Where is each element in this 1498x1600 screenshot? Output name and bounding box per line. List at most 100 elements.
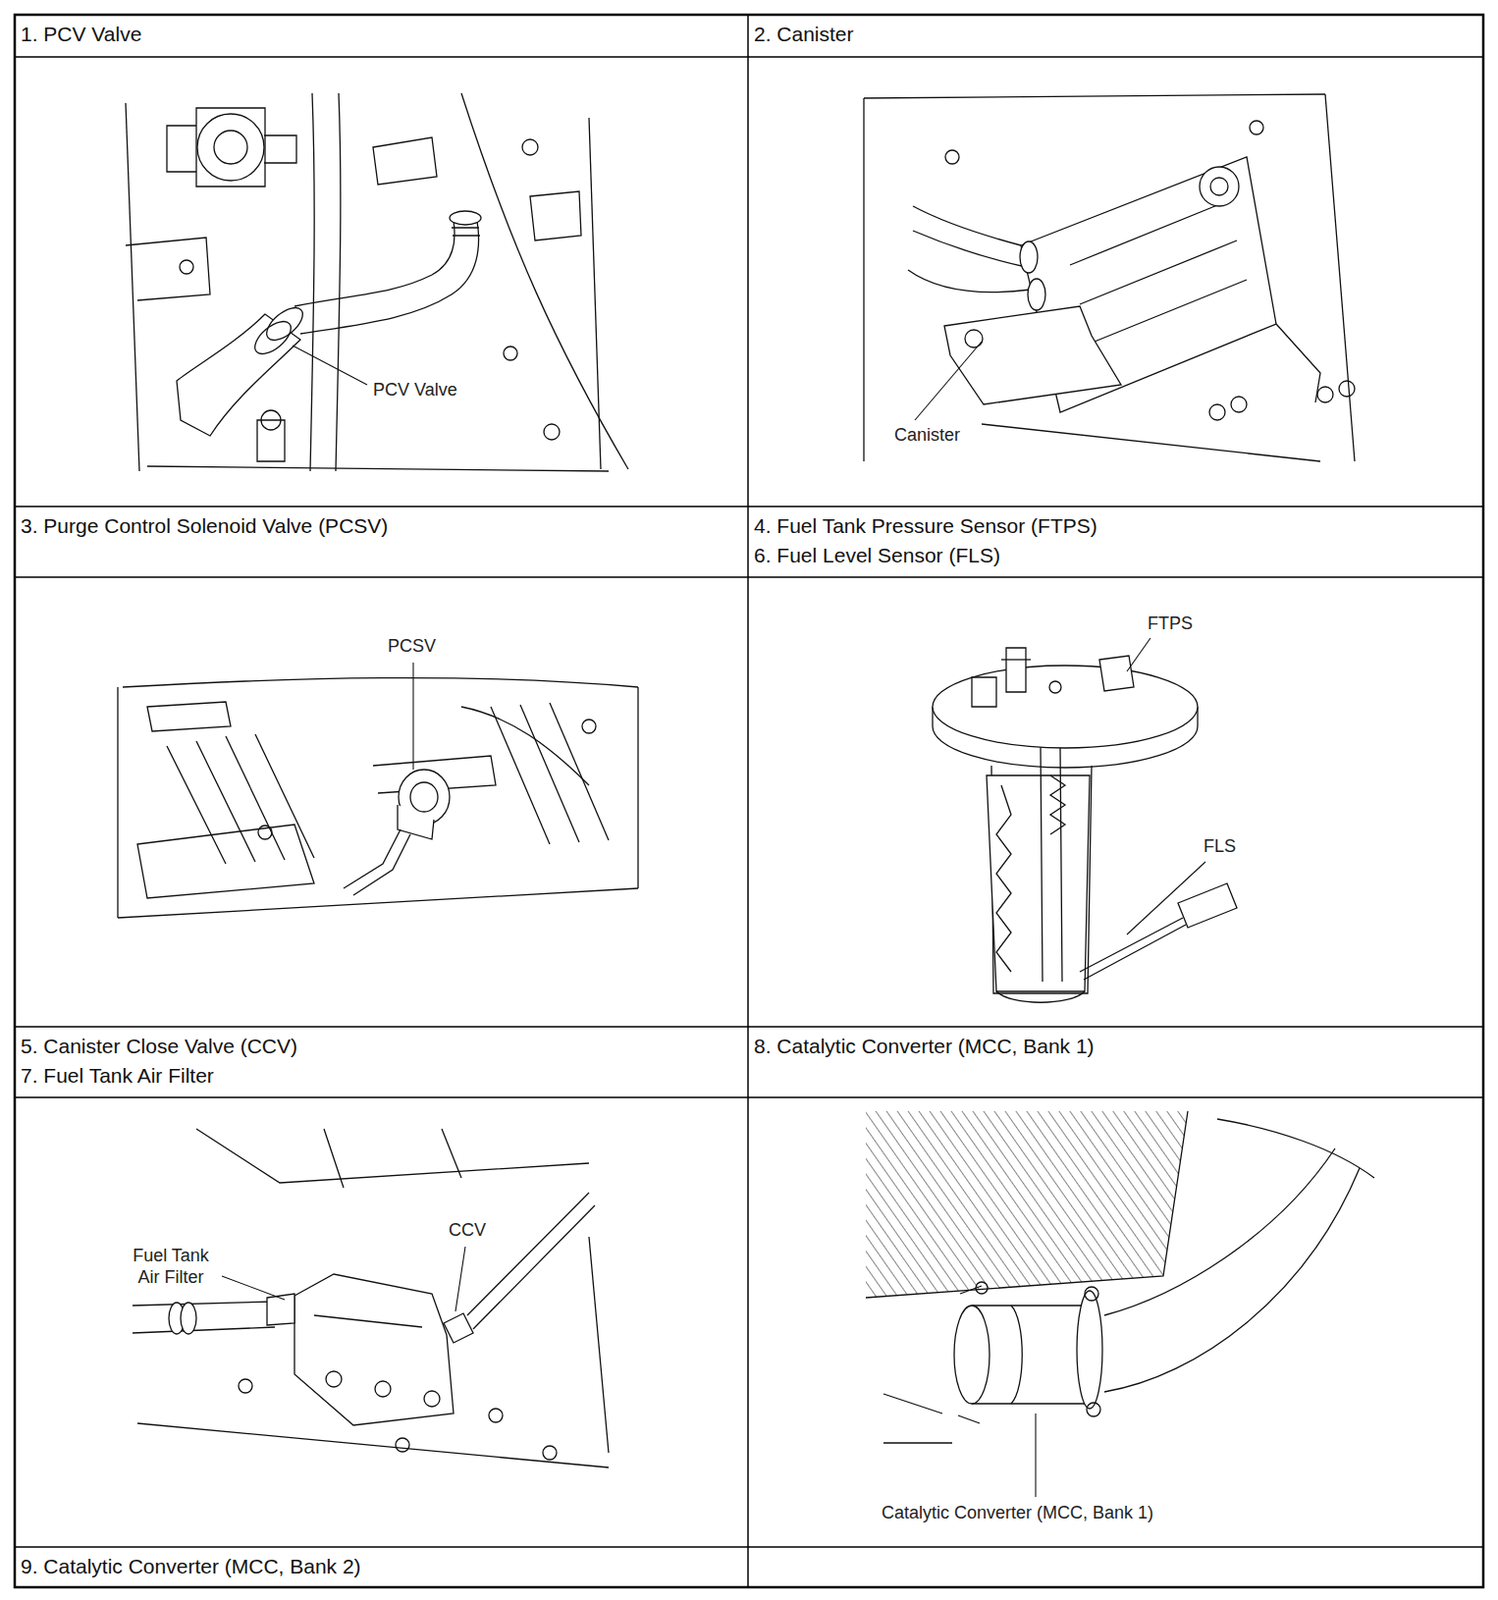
pcsv-drawing-part xyxy=(258,825,272,840)
canister-drawing-part xyxy=(981,424,1321,462)
fuel-pump-module-drawing-part xyxy=(971,677,997,707)
table-header-cell: 9. Catalytic Converter (MCC, Bank 2) xyxy=(14,1547,749,1588)
pcsv-drawing-part xyxy=(122,678,639,688)
fuel-pump-module-drawing-part xyxy=(1079,917,1186,980)
pcv-valve-drawing-part xyxy=(503,346,518,361)
table-header-cell: 2. Canister xyxy=(748,14,1484,57)
canister-drawing-part xyxy=(945,150,960,164)
pcv-valve-drawing-part xyxy=(530,191,582,241)
pcv-valve-drawing-part xyxy=(261,301,309,346)
canister-drawing-part xyxy=(1019,241,1038,273)
pcsv-drawing-part xyxy=(147,701,231,732)
canister-drawing-part xyxy=(944,306,1122,405)
canister-drawing-part xyxy=(964,329,983,348)
pcsv-drawing-part xyxy=(397,804,434,840)
pcv-valve-drawing-part xyxy=(335,93,341,472)
pcv-valve-drawing-part xyxy=(449,211,482,225)
cell-heading: 4. Fuel Tank Pressure Sensor (FTPS) xyxy=(753,511,1478,541)
pcsv-drawing-part xyxy=(137,824,315,899)
ccv-drawing-part xyxy=(314,1315,423,1328)
canister-drawing-part xyxy=(912,230,1026,268)
ccv-drawing-part xyxy=(542,1445,557,1460)
pcv-valve-drawing-part xyxy=(197,113,265,181)
fuel-pump-module-drawing-part xyxy=(996,785,1012,972)
part-label: Fuel Tank Air Filter xyxy=(119,1244,222,1288)
catalytic-converter-drawing-part xyxy=(1076,1290,1103,1409)
cell-heading: 3. Purge Control Solenoid Valve (PCSV) xyxy=(20,511,743,541)
cell-heading: 1. PCV Valve xyxy=(20,19,743,50)
ccv-drawing-part xyxy=(374,1381,391,1397)
pcsv-drawing-part xyxy=(490,702,609,845)
pcv-valve-drawing-part xyxy=(214,130,248,164)
fuel-pump-module-drawing-part xyxy=(1001,658,1031,660)
catalytic-converter-drawing-part xyxy=(1104,1148,1336,1316)
pcv-valve-drawing-part xyxy=(294,220,455,307)
pcv-valve-drawing-part xyxy=(588,117,601,470)
leader-lines-part xyxy=(1126,638,1151,672)
ccv-drawing-part xyxy=(325,1371,342,1388)
fuel-pump-module-drawing-part xyxy=(932,665,1198,749)
canister-drawing-part xyxy=(1210,177,1229,196)
leader-lines-part xyxy=(914,341,982,421)
canister-drawing-part xyxy=(1317,386,1334,403)
canister-drawing-part xyxy=(1325,94,1355,462)
pcv-valve-drawing-part xyxy=(257,420,285,462)
canister-drawing xyxy=(863,94,1355,462)
ccv-drawing-part xyxy=(488,1408,503,1423)
cell-heading: 2. Canister xyxy=(753,19,1478,50)
catalytic-converter-drawing-part xyxy=(1217,1119,1375,1178)
ccv-drawing-part xyxy=(238,1379,253,1393)
canister-drawing-part xyxy=(1249,120,1264,135)
part-label: PCSV xyxy=(385,635,438,657)
part-label: FTPS xyxy=(1145,612,1195,635)
catalytic-converter-drawing-part xyxy=(865,1111,1188,1298)
canister-drawing-part xyxy=(862,98,864,462)
pcsv-drawing-part xyxy=(461,706,589,786)
fuel-pump-module-drawing xyxy=(932,647,1237,1003)
catalytic-converter-drawing-part xyxy=(958,1285,982,1424)
pcv-valve-drawing-part xyxy=(147,466,609,472)
cell-heading: 6. Fuel Level Sensor (FLS) xyxy=(753,540,1478,571)
pcsv-drawing-part xyxy=(117,687,639,918)
fuel-pump-module-drawing-part xyxy=(996,991,1085,1003)
ccv-drawing xyxy=(132,1128,609,1468)
leader-lines-part xyxy=(292,345,368,385)
table-grid-part xyxy=(747,14,749,1588)
part-label: CCV xyxy=(446,1219,488,1241)
leader-lines-part xyxy=(412,662,414,770)
fuel-pump-module-drawing-part xyxy=(1006,647,1026,693)
catalytic-converter-drawing-part xyxy=(954,1305,990,1404)
pcv-valve-drawing-part xyxy=(310,93,315,472)
canister-drawing-part xyxy=(1199,166,1239,207)
ccv-drawing-part xyxy=(323,1128,462,1188)
pcv-valve-drawing-part xyxy=(373,137,437,185)
pcv-valve-drawing xyxy=(125,93,629,472)
ccv-drawing-part xyxy=(467,1192,595,1330)
catalytic-converter-drawing-part xyxy=(1011,1305,1022,1404)
pcv-valve-drawing-part xyxy=(451,227,481,236)
catalytic-converter-drawing-part xyxy=(975,1282,988,1294)
pcsv-drawing xyxy=(117,678,639,918)
ccv-drawing-part xyxy=(424,1391,440,1407)
ccv-drawing-part xyxy=(588,1236,609,1453)
canister-drawing-part xyxy=(1276,323,1321,403)
pcv-valve-drawing-part xyxy=(300,220,480,334)
ccv-drawing-part xyxy=(137,1423,609,1468)
canister-drawing-part xyxy=(1027,278,1046,311)
pcv-valve-drawing-part xyxy=(179,260,194,274)
table-grid-part xyxy=(14,56,1484,1548)
leader-lines-part xyxy=(455,1246,466,1312)
ccv-drawing-part xyxy=(395,1438,410,1452)
pcsv-drawing-part xyxy=(166,734,315,864)
part-label: PCV Valve xyxy=(371,378,460,401)
pcv-valve-drawing-part xyxy=(125,103,140,472)
cell-heading: 9. Catalytic Converter (MCC, Bank 2) xyxy=(20,1551,743,1582)
leader-lines-part xyxy=(1034,1413,1036,1498)
catalytic-converter-drawing xyxy=(865,1111,1375,1444)
catalytic-converter-drawing-part xyxy=(1084,1286,1099,1301)
fuel-pump-module-drawing-part xyxy=(1049,681,1062,694)
table-grid-part xyxy=(14,14,1484,1588)
table-grid xyxy=(14,14,1484,1588)
part-label: Canister xyxy=(892,424,963,446)
